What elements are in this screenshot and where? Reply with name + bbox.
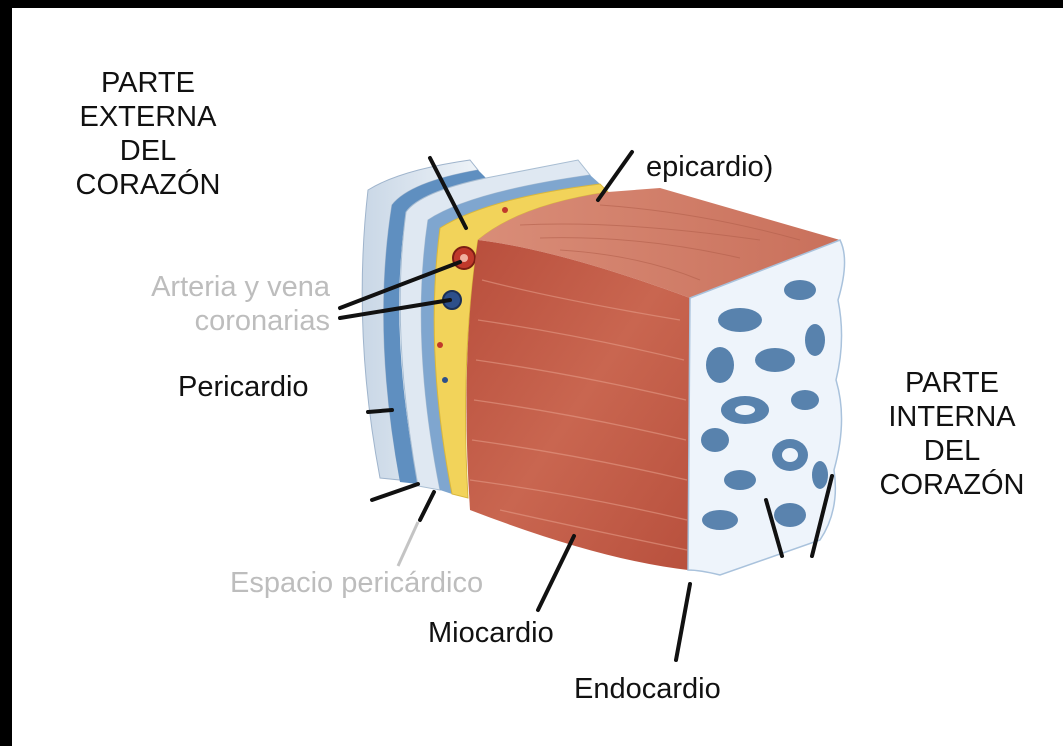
endocardium-label: Endocardio (574, 672, 721, 706)
leader-pericardium (368, 410, 392, 412)
leader-pericardial-space-dark (420, 492, 434, 520)
pericardial-space-label: Espacio pericárdico (230, 566, 483, 600)
pericardium-label: Pericardio (178, 370, 309, 404)
coronary-vessels-label: Arteria y vena coronarias (80, 270, 330, 338)
epicardium-label: epicardio) (646, 150, 773, 184)
outer-heart-line-3: DEL (48, 134, 248, 168)
inner-heart-label: PARTE INTERNA DEL CORAZÓN (852, 366, 1052, 502)
inner-heart-line-4: CORAZÓN (852, 468, 1052, 502)
outer-heart-line-1: PARTE (48, 66, 248, 100)
inner-heart-line-1: PARTE (852, 366, 1052, 400)
outer-heart-line-2: EXTERNA (48, 100, 248, 134)
inner-heart-line-3: DEL (852, 434, 1052, 468)
outer-heart-line-4: CORAZÓN (48, 168, 248, 202)
coronary-vessels-line-2: coronarias (80, 304, 330, 338)
coronary-vessels-line-1: Arteria y vena (80, 270, 330, 304)
outer-heart-label: PARTE EXTERNA DEL CORAZÓN (48, 66, 248, 202)
leader-pericardial-space (398, 522, 418, 566)
leader-myocardium (538, 536, 574, 610)
myocardium-label: Miocardio (428, 616, 554, 650)
myocardium-front-face (466, 240, 690, 570)
leader-endocardium (676, 584, 690, 660)
leader-pericardium-lower (372, 484, 418, 500)
inner-heart-line-2: INTERNA (852, 400, 1052, 434)
